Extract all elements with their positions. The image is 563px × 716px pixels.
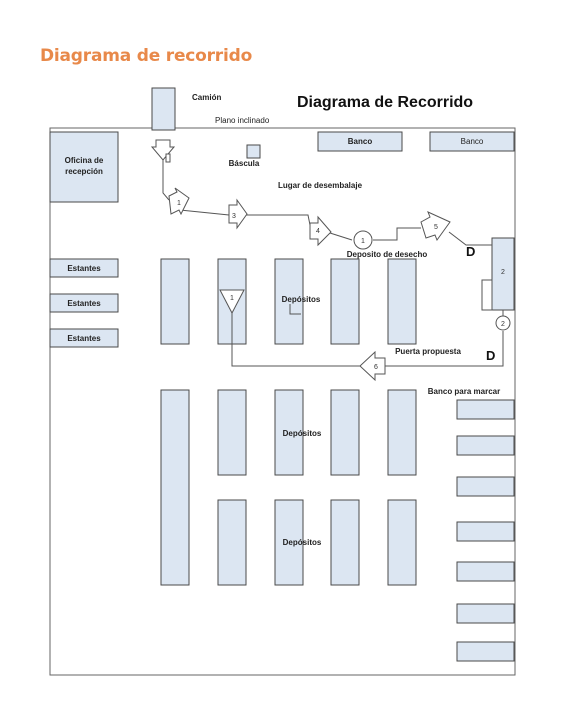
depositos-label-1: Depósitos — [282, 295, 321, 304]
deposito-rack — [217, 499, 247, 586]
deposito-rack — [387, 258, 417, 345]
door-label-1: D — [466, 244, 475, 259]
flow-line — [245, 214, 311, 226]
marking-bench — [456, 476, 515, 497]
marking-bench — [456, 435, 515, 456]
deposito-rack — [160, 389, 190, 586]
plano-inclinado-label: Plano inclinado — [215, 116, 270, 125]
deposito-desecho-label: Deposito de desecho — [347, 250, 428, 259]
estantes-label-2: Estantes — [67, 299, 101, 308]
deposito-rack — [217, 389, 247, 476]
deposito-rack — [330, 389, 360, 476]
deposito-rack — [274, 258, 304, 345]
receiving-inset — [481, 279, 493, 311]
flow-line — [329, 232, 353, 241]
flow-line — [231, 313, 360, 367]
deposito-rack — [330, 258, 360, 345]
oficina-label-2: recepción — [65, 167, 103, 176]
banco-label-1: Banco — [348, 137, 373, 146]
door-label-2: D — [486, 348, 495, 363]
operation-circle-icon — [495, 315, 511, 331]
bascula-box — [246, 144, 261, 159]
oficina-box — [49, 131, 119, 203]
step-4-label: 4 — [316, 228, 320, 235]
page-heading: Diagrama de recorrido — [40, 46, 253, 66]
step-5-label: 5 — [434, 224, 438, 231]
flow-line — [448, 231, 492, 246]
deposito-rack — [387, 389, 417, 476]
banco-label-2: Banco — [461, 137, 484, 146]
flow-line — [179, 209, 230, 216]
marking-bench — [456, 561, 515, 582]
depositos-label-3: Depósitos — [283, 538, 322, 547]
arrow-marker-icon — [165, 153, 171, 163]
transport-arrow-left-icon — [359, 350, 386, 382]
store-1-label: 1 — [230, 295, 234, 302]
down-arrow-icon — [150, 139, 176, 161]
deposito-rack — [274, 499, 304, 586]
deposit-pointer — [289, 304, 301, 315]
banco-box-2 — [429, 131, 515, 152]
depositos-label-2: Depósitos — [283, 429, 322, 438]
step-1-label: 1 — [177, 200, 181, 207]
flow-line — [373, 227, 421, 241]
operation-circle-icon — [353, 230, 373, 250]
step-3-label: 3 — [232, 213, 236, 220]
receiving-label: 2 — [501, 269, 505, 276]
oficina-label-1: Oficina de — [65, 156, 104, 165]
camion-label: Camión — [192, 93, 221, 102]
estantes-label-1: Estantes — [67, 264, 101, 273]
step-6-label: 6 — [374, 364, 378, 371]
marking-bench — [456, 641, 515, 662]
bascula-label: Báscula — [229, 159, 260, 168]
op-2-label: 2 — [501, 321, 505, 328]
estantes-label-3: Estantes — [67, 334, 101, 343]
deposito-rack — [387, 499, 417, 586]
diagram-title: Diagrama de Recorrido — [297, 94, 473, 111]
flow-line — [385, 331, 504, 367]
storage-triangle-icon — [219, 289, 245, 315]
truck-box — [151, 87, 176, 131]
puerta-propuesta-label: Puerta propuesta — [395, 347, 461, 356]
transport-arrow-icon — [420, 211, 451, 242]
banco-para-marcar-label: Banco para marcar — [428, 387, 500, 396]
deposito-rack — [274, 389, 304, 476]
deposito-rack — [160, 258, 190, 345]
marking-bench — [456, 521, 515, 542]
estantes-box-2 — [49, 293, 119, 313]
estantes-box-1 — [49, 258, 119, 278]
transport-arrow-icon — [309, 215, 332, 247]
marking-bench — [456, 603, 515, 624]
deposito-rack — [330, 499, 360, 586]
transport-arrow-icon — [228, 198, 248, 230]
banco-box-1 — [317, 131, 403, 152]
op-1-label: 1 — [361, 238, 365, 245]
transport-arrow-icon — [168, 187, 190, 216]
estantes-box-3 — [49, 328, 119, 348]
marking-bench — [456, 399, 515, 420]
lugar-desembalaje-label: Lugar de desembalaje — [278, 181, 363, 190]
